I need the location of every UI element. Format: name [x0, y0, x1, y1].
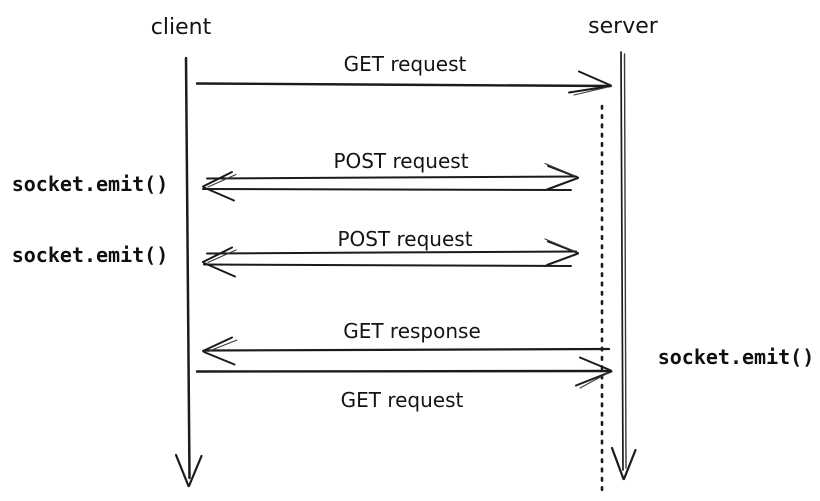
- annotation-socket-emit: socket.emit(): [12, 172, 169, 196]
- message-arrow-post-1-bottom: [202, 188, 572, 191]
- actor-label-client: client: [151, 15, 212, 40]
- message-arrow-get-request-2: [195, 369, 612, 373]
- message-arrow-post-2-top: [206, 250, 577, 255]
- arrowhead-echo: [544, 162, 575, 177]
- message-label: GET response: [343, 319, 481, 343]
- lifeline-client: [184, 56, 191, 480]
- lifeline-client-arrowhead-icon: [174, 453, 203, 488]
- arrowhead-echo: [207, 339, 238, 353]
- annotation-socket-emit: socket.emit(): [12, 243, 169, 267]
- message-arrow-post-1-top: [206, 175, 577, 180]
- lifeline-server-arrowhead-icon: [610, 446, 637, 481]
- message-arrow-get-request-1: [195, 82, 612, 88]
- lifeline-server: [620, 51, 624, 471]
- arrowhead-echo: [207, 173, 237, 188]
- message-arrow-get-response: [202, 347, 611, 352]
- arrowhead-right-icon: [546, 240, 579, 266]
- arrowhead-echo: [544, 238, 575, 252]
- arrowhead-echo: [207, 249, 237, 264]
- annotation-socket-emit: socket.emit(): [658, 345, 815, 369]
- message-label: POST request: [337, 227, 472, 251]
- arrowhead-echo: [573, 86, 607, 96]
- arrowhead-right-icon: [546, 165, 579, 191]
- message-label: GET request: [344, 52, 467, 76]
- message-label: POST request: [333, 149, 468, 173]
- arrowhead-left-icon: [202, 171, 235, 202]
- message-arrow-post-2-bottom: [203, 263, 572, 267]
- actor-label-server: server: [588, 14, 659, 39]
- arrowhead-right-icon: [568, 70, 612, 94]
- message-label: GET request: [341, 388, 464, 412]
- lifeline-server-echo: [623, 53, 627, 469]
- arrowhead-left-icon: [202, 246, 236, 278]
- arrowhead-echo: [579, 372, 609, 389]
- arrowhead-left-icon: [202, 336, 236, 366]
